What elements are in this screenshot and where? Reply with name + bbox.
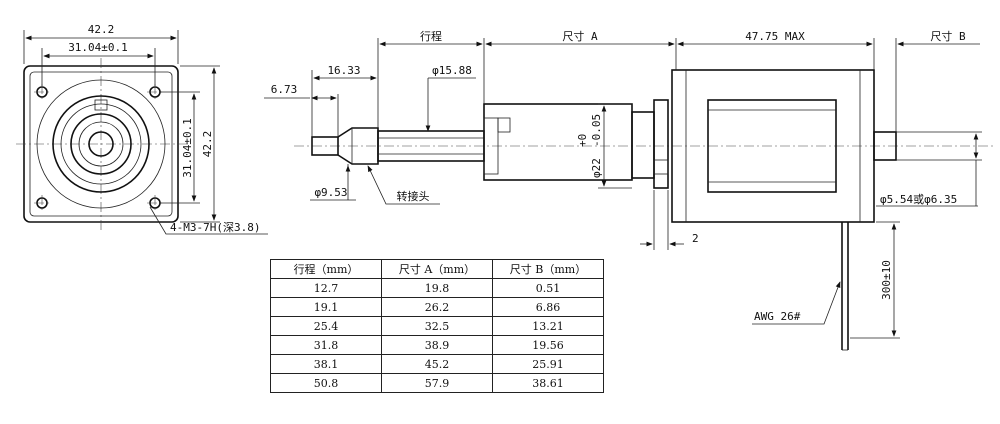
table-row: 50.8 57.9 38.61 [270,373,604,393]
dim-953-text: φ9.53 [314,186,347,199]
size-a-dim-label: 尺寸 A [562,29,598,43]
cell-size-a: 45.2 [381,354,493,374]
header-stroke: 行程（mm） [270,259,382,279]
cell-size-a: 32.5 [381,316,493,336]
front-circle-5 [78,121,124,167]
wire-leader [752,281,841,325]
front-key-notch [94,99,108,111]
table-row: 31.8 38.9 19.56 [270,335,604,355]
cell-size-b: 0.51 [492,278,604,298]
table-row: 38.1 45.2 25.91 [270,354,604,374]
table-row: 25.4 32.5 13.21 [270,316,604,336]
hole-callout-text: 4-M3-7H(深3.8) [170,221,260,234]
cell-size-b: 13.21 [492,316,604,336]
dim-hole-vertical-text: 31.04±0.1 [181,118,194,178]
cell-size-a: 26.2 [381,297,493,317]
cell-size-b: 19.56 [492,335,604,355]
table-row: 12.7 19.8 0.51 [270,278,604,298]
cell-size-a: 19.8 [381,278,493,298]
rear-shaft [873,131,897,161]
stroke-dim-label: 行程 [420,30,442,43]
cell-size-b: 6.86 [492,297,604,317]
cell-size-b: 38.61 [492,373,604,393]
size-b-dim-label: 尺寸 B [930,29,966,43]
cell-stroke: 25.4 [270,316,382,336]
barrel [483,103,633,181]
dim-hole-text: 31.04±0.1 [68,41,128,54]
dim-outer-vertical-text: 42.2 [201,131,214,158]
motor-coil [707,99,837,193]
table-header-row: 行程（mm） 尺寸 A（mm） 尺寸 B（mm） [270,259,604,279]
cell-stroke: 50.8 [270,373,382,393]
header-size-b: 尺寸 B（mm） [492,259,604,279]
dim-phi22-text: φ22 [590,158,603,178]
header-size-a: 尺寸 A（mm） [381,259,493,279]
max-length-label: 47.75 MAX [745,30,805,43]
dim-1588-text: φ15.88 [432,64,472,77]
cell-stroke: 31.8 [270,335,382,355]
cell-stroke: 12.7 [270,278,382,298]
dim-outer-text: 42.2 [88,23,115,36]
front-circle-3 [60,103,142,185]
plunger-tip [311,136,339,156]
adapter-label: 转接头 [397,189,430,203]
tol-minus-text: -0.05 [590,114,603,147]
front-circle-4 [70,113,132,175]
dim-2-text: 2 [692,232,699,245]
hole-callout-leader [149,206,268,235]
adapter-leader [367,165,440,205]
cell-stroke: 19.1 [270,297,382,317]
barrel-flange [631,111,655,179]
front-circle-outer [36,79,166,209]
cell-size-b: 25.91 [492,354,604,374]
shaft-dia-text: φ5.54或φ6.35 [880,193,957,206]
cell-stroke: 38.1 [270,354,382,374]
wire-label: AWG 26# [754,310,801,323]
side-view: 行程 尺寸 A 47.75 MAX 尺寸 B 16.33 6.73 φ15.88… [264,29,995,351]
cell-size-a: 38.9 [381,335,493,355]
spec-table: 行程（mm） 尺寸 A（mm） 尺寸 B（mm） 12.7 19.8 0.51 … [270,259,604,393]
cell-size-a: 57.9 [381,373,493,393]
dim-673-text: 6.73 [271,83,298,96]
dim-1633-text: 16.33 [327,64,360,77]
front-view: 42.2 31.04±0.1 31.04±0.1 42.2 4-M3-7H(深3… [16,23,268,235]
lead-length-text: 300±10 [880,260,893,300]
tol-plus-text: +0 [576,134,589,147]
front-circle-2 [52,95,150,193]
front-circle-shaft [88,131,114,157]
table-row: 19.1 26.2 6.86 [270,297,604,317]
